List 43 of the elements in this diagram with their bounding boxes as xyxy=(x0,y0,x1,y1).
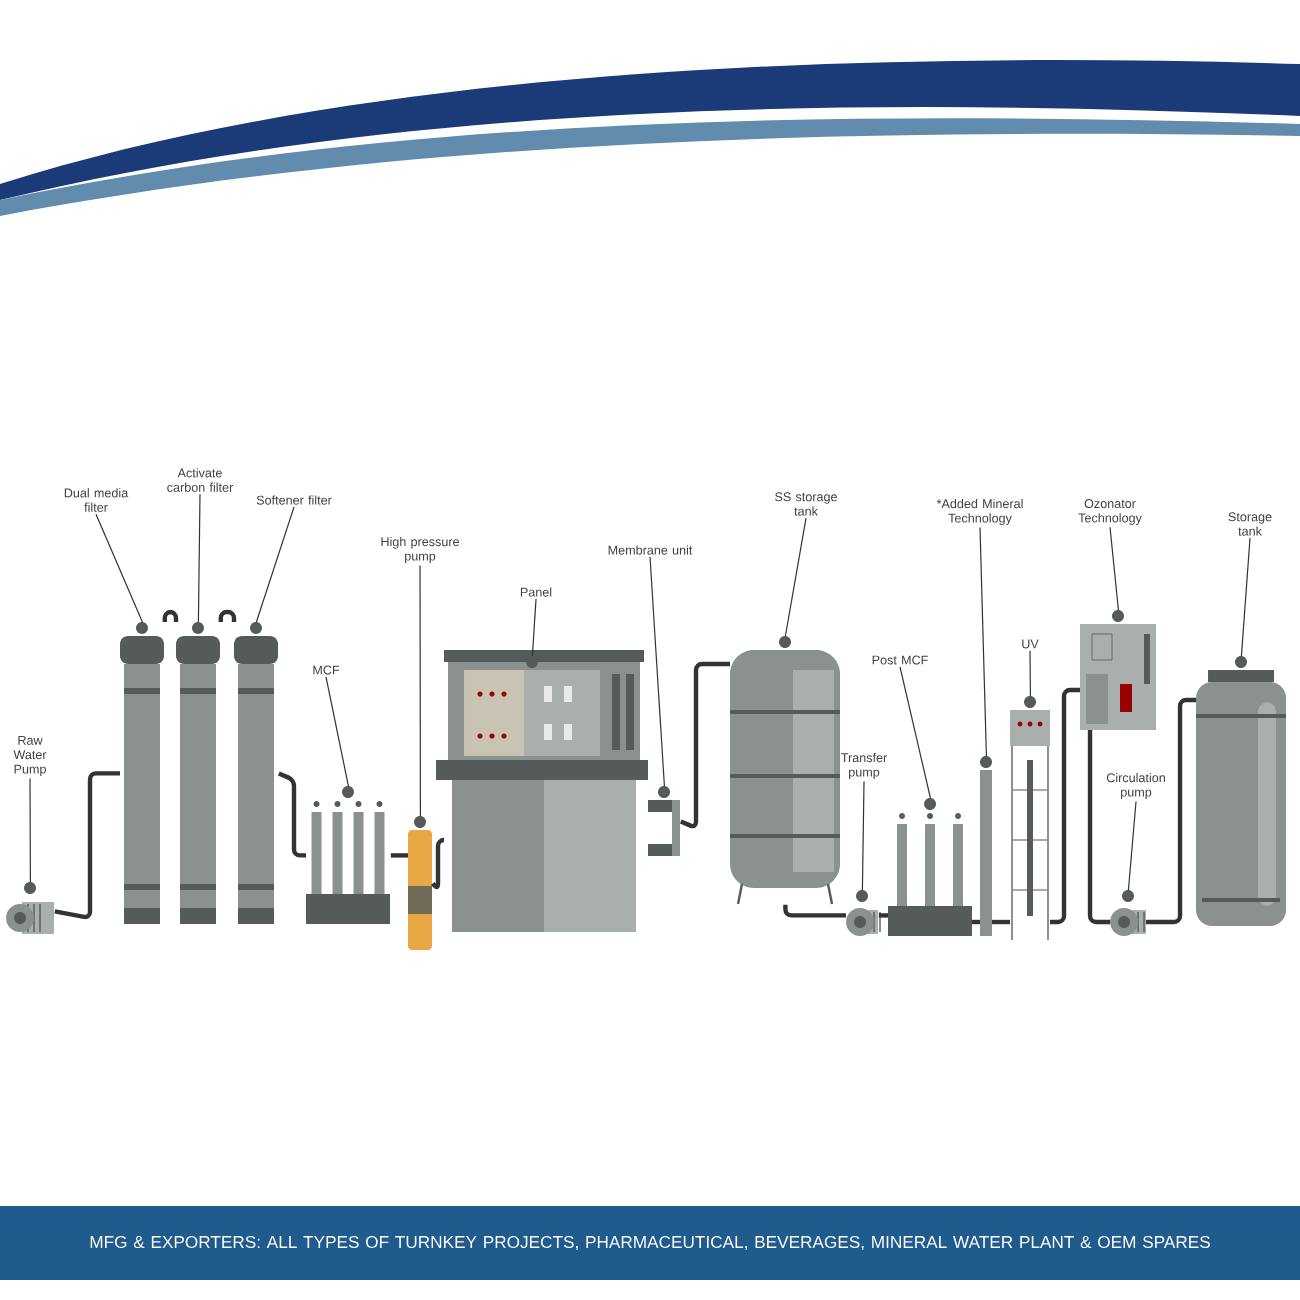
equipment-drawing xyxy=(408,816,432,950)
equipment-drawing xyxy=(648,786,680,856)
leader-line xyxy=(95,513,143,623)
pipe xyxy=(162,609,179,622)
pipe xyxy=(218,609,237,622)
equipment-drawing xyxy=(888,798,972,936)
pipe xyxy=(992,919,1010,925)
leader-line xyxy=(1240,537,1251,657)
pipe xyxy=(431,837,445,889)
equipment-drawing xyxy=(730,636,840,906)
leader-line xyxy=(1029,650,1031,697)
leader-line xyxy=(899,666,931,799)
equipment-drawing xyxy=(846,890,881,936)
equipment-drawing xyxy=(1010,696,1050,941)
equipment-drawing xyxy=(306,786,390,924)
pipe xyxy=(1087,730,1110,925)
equipment-drawing xyxy=(1110,890,1146,936)
leader-line xyxy=(197,493,201,623)
pipe xyxy=(878,913,888,918)
leader-line xyxy=(419,564,421,817)
leader-line xyxy=(325,676,349,787)
equipment-drawing xyxy=(6,882,54,934)
pipe xyxy=(1050,687,1080,925)
leader-line xyxy=(861,780,865,891)
equipment-drawing xyxy=(234,622,278,924)
equipment-drawing xyxy=(980,756,992,936)
pipe xyxy=(277,771,306,858)
leader-line xyxy=(1127,800,1137,891)
equipment-drawing xyxy=(1080,610,1156,730)
pipe xyxy=(972,919,980,925)
leader-line xyxy=(29,777,31,883)
banner-text: MFG & EXPORTERS: ALL TYPES OF TURNKEY PROJECTS, PHARMACEUTICAL, BEVERAGES, MINERAL WATER PLANT & OEM SPARES xyxy=(0,1206,1300,1280)
pipe xyxy=(390,853,408,858)
equipment-drawing xyxy=(1196,656,1286,926)
equipment-drawing xyxy=(464,656,600,756)
equipment-drawing xyxy=(120,622,164,924)
leader-line xyxy=(784,517,807,637)
pipe xyxy=(1146,697,1196,925)
leader-line xyxy=(649,556,665,787)
equipment-drawing xyxy=(176,622,220,924)
leader-line xyxy=(979,526,987,757)
leader-line xyxy=(531,598,537,657)
leader-line xyxy=(255,506,295,623)
